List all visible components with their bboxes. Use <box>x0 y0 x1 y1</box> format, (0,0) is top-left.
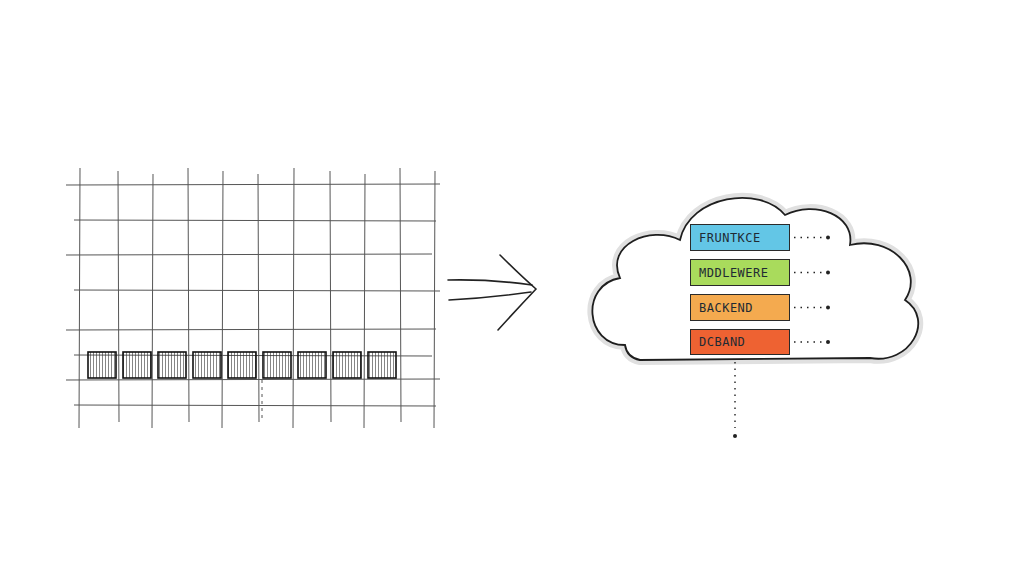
layer-label: FRUNTKCE <box>699 231 761 245</box>
cloud-outline <box>592 198 918 360</box>
block-row <box>88 352 396 378</box>
grid-sketch <box>66 168 440 428</box>
arrow <box>448 255 536 330</box>
leader-dot <box>826 271 830 275</box>
leader-dot <box>826 340 830 344</box>
layer-label: DCBAND <box>699 335 745 349</box>
layer-bar: BACKEND <box>690 294 790 321</box>
leader-dot <box>826 236 830 240</box>
layer-label: BACKEND <box>699 301 753 315</box>
layer-label: MDDLEWERE <box>699 266 769 280</box>
layer-bar: DCBAND <box>690 329 790 355</box>
leader-dot <box>826 306 830 310</box>
leader-dot <box>733 434 737 438</box>
layer-bar: FRUNTKCE <box>690 224 790 251</box>
layer-bar: MDDLEWERE <box>690 259 790 286</box>
